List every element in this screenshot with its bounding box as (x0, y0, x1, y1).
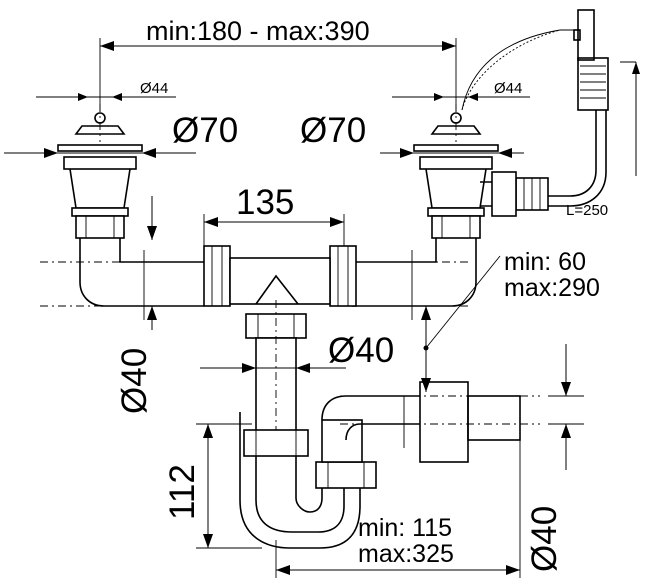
overflow-assembly: L=250 (461, 9, 640, 219)
diam70-left-label: Ø70 (172, 111, 238, 150)
right-basket-strainer (413, 104, 499, 239)
reach-max-label: max:325 (358, 540, 454, 568)
diam40-center-label: Ø40 (328, 331, 394, 370)
height-112-label: 112 (163, 464, 202, 520)
diam40-right-dimension: Ø40 (525, 344, 584, 572)
left-basket-strainer (57, 104, 143, 239)
diam40-right-label: Ø40 (525, 506, 564, 572)
spacing-135-dimension: 135 (203, 183, 345, 250)
height-112-dimension: 112 (163, 423, 262, 549)
span-dimension: min:180 - max:390 (99, 16, 457, 112)
span-label: min:180 - max:390 (146, 16, 370, 46)
vertical-tailpiece (242, 300, 310, 440)
height-min-label: min: 60 (504, 248, 586, 276)
diam44-left-dimension: Ø44 (36, 80, 176, 101)
diam70-left-dimension: Ø70 (4, 111, 238, 158)
bottle-trap (239, 381, 540, 549)
diam40-left-label: Ø40 (115, 348, 154, 414)
diam70-right-dimension: Ø70 (300, 111, 524, 158)
length-250-label: L=250 (566, 202, 608, 219)
diam44-left-label: Ø44 (140, 80, 168, 97)
reach-dimension: min: 115 max:325 (275, 440, 521, 578)
height-max-label: max:290 (504, 274, 600, 302)
diam44-right-label: Ø44 (494, 80, 522, 97)
diam44-right-dimension: Ø44 (392, 80, 530, 101)
horizontal-pipework (40, 196, 477, 324)
diam70-right-label: Ø70 (300, 111, 366, 150)
reach-min-label: min: 115 (358, 514, 452, 542)
diam40-center-dimension: Ø40 (200, 331, 394, 373)
diam40-left-dimension: Ø40 (115, 306, 157, 414)
spacing-135-label: 135 (236, 183, 294, 222)
height-adjust-dimension: min: 60 max:290 (421, 248, 600, 392)
